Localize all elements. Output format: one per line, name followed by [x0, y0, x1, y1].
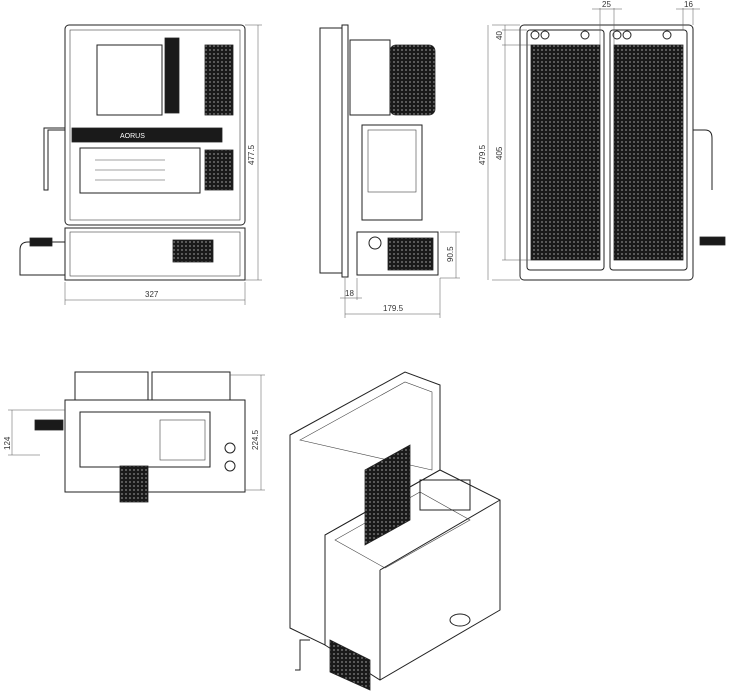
rear-height-dimension: 479.5	[478, 144, 487, 165]
top-depth-dimension: 224.5	[251, 429, 260, 450]
depth-dimension: 179.5	[383, 304, 404, 313]
radiator-fans	[389, 44, 436, 116]
radiator-length-dimension: 405	[495, 146, 504, 160]
front-view: AORUS 327 477.5	[19, 24, 262, 305]
spacing-dimension: 25	[602, 0, 611, 9]
psu	[356, 231, 439, 276]
iso-radiator	[364, 444, 411, 546]
motherboard	[96, 44, 163, 116]
offset-dimension: 18	[345, 289, 354, 298]
radiator-right	[613, 44, 684, 261]
top-view: 124 224.5	[3, 371, 265, 503]
height-dimension: 477.5	[247, 144, 256, 165]
top-offset-dimension: 40	[495, 31, 504, 40]
rear-view: 25 16 40 405 479.5	[478, 0, 726, 281]
ram-slots	[164, 37, 180, 114]
inner-dimension: 124	[3, 436, 12, 450]
width-dimension: 327	[145, 290, 159, 299]
side-view: 18 179.5 90.5	[319, 24, 460, 318]
radiator-left	[530, 44, 601, 261]
isometric-view	[289, 371, 501, 691]
gpu	[71, 127, 223, 143]
psu-height-dimension: 90.5	[446, 246, 455, 262]
edge-dimension: 16	[684, 0, 693, 9]
gpu-brand-text: AORUS	[120, 133, 145, 140]
fitting-tube-bottom	[19, 241, 65, 276]
fitting-tube-left	[43, 127, 65, 191]
